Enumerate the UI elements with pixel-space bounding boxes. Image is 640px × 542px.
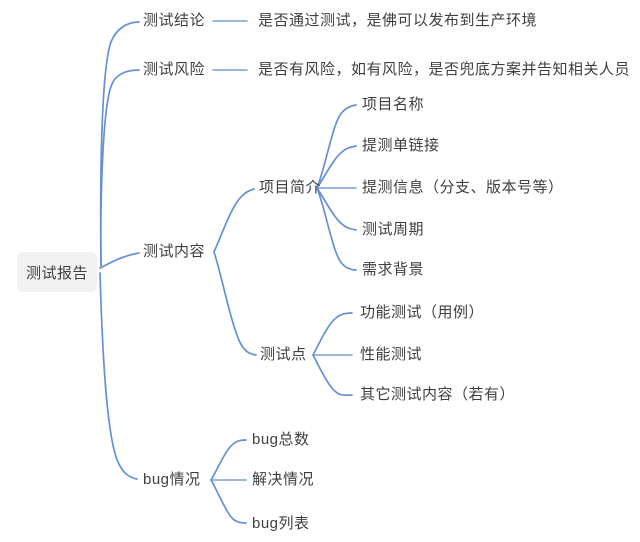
connector-project-intro-to-ticket-link [316, 145, 357, 189]
connector-test-content-to-test-points [213, 251, 257, 356]
node-test-risk[interactable]: 测试风险 [143, 61, 206, 78]
connector-test-points-to-functional-test [312, 312, 353, 356]
connector-root-to-bug-status [99, 272, 138, 480]
node-requirement-background[interactable]: 需求背景 [362, 261, 425, 278]
node-ticket-link[interactable]: 提测单链接 [362, 137, 440, 154]
node-bug-status[interactable]: bug情况 [143, 471, 201, 488]
connector-root-to-test-conclusion [99, 21, 140, 267]
node-test-report[interactable]: 测试报告 [17, 252, 97, 292]
node-project-intro[interactable]: 项目简介 [259, 179, 322, 196]
connector-root-to-test-risk [99, 69, 140, 267]
connector-bug-status-to-bug-list [210, 479, 247, 524]
node-test-points[interactable]: 测试点 [260, 346, 307, 363]
node-test-report-label: 测试报告 [25, 264, 88, 282]
connector-test-points-to-other-test [312, 354, 353, 396]
node-bug-resolution[interactable]: 解决情况 [252, 471, 315, 488]
connector-project-intro-to-project-name [316, 104, 357, 189]
node-bug-total[interactable]: bug总数 [252, 431, 310, 448]
connector-test-content-to-project-intro [213, 188, 255, 253]
node-test-conclusion[interactable]: 测试结论 [143, 12, 206, 29]
connector-root-to-test-content [99, 252, 140, 269]
node-performance-test[interactable]: 性能测试 [360, 346, 423, 363]
node-conclusion-detail[interactable]: 是否通过测试，是佛可以发布到生产环境 [258, 12, 538, 29]
node-bug-list[interactable]: bug列表 [252, 515, 310, 532]
connector-bug-status-to-bug-total [210, 439, 247, 481]
node-ticket-info[interactable]: 提测信息（分支、版本号等） [362, 179, 564, 196]
connector-project-intro-to-test-cycle [316, 187, 357, 231]
node-test-content[interactable]: 测试内容 [143, 243, 206, 260]
node-other-test-content[interactable]: 其它测试内容（若有） [360, 386, 516, 403]
connector-project-intro-to-requirement-background [316, 187, 357, 271]
node-test-cycle[interactable]: 测试周期 [362, 221, 425, 238]
node-risk-detail[interactable]: 是否有风险，如有风险，是否兜底方案并告知相关人员 [258, 61, 631, 78]
node-project-name[interactable]: 项目名称 [362, 96, 425, 113]
node-functional-test[interactable]: 功能测试（用例） [360, 304, 485, 321]
